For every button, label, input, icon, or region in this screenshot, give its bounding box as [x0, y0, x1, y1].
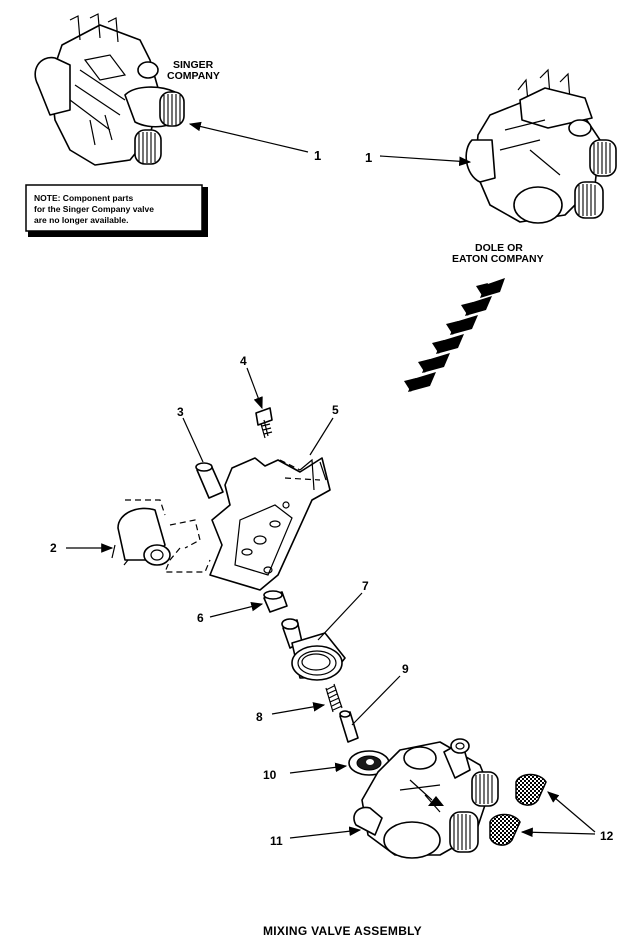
part-7-cap: [281, 618, 346, 681]
callout-1b-leader: [379, 155, 472, 167]
part-11-valve-body: [353, 738, 499, 859]
part-10-diaphragm: [348, 750, 390, 776]
callout-6: 6: [197, 611, 204, 625]
part-12-screens: [489, 773, 547, 846]
part-6-bushing: [263, 590, 288, 613]
valve-inlet-thread-lower: [449, 811, 479, 853]
callout-7-leader: [317, 592, 363, 641]
callout-12-leader-lower: [520, 827, 596, 838]
callout-3-leader: [182, 417, 204, 463]
note-line-2: for the Singer Company valve: [34, 204, 154, 214]
callout-4-leader: [246, 367, 263, 410]
callout-8: 8: [256, 710, 263, 724]
diagram-title: MIXING VALVE ASSEMBLY: [263, 924, 422, 938]
part-2-coupling: [111, 507, 171, 566]
callout-5-leader: [309, 417, 334, 456]
callout-7: 7: [362, 579, 369, 593]
part-4-screw: [255, 407, 273, 439]
dole-eaton-valve-drawing: [465, 68, 617, 224]
callout-12-leader-upper: [547, 791, 596, 833]
callout-1a-leader: [188, 121, 309, 153]
callout-2: 2: [50, 541, 57, 555]
callout-10-leader: [289, 762, 348, 774]
part-9-plunger: [339, 710, 359, 743]
callout-8-leader: [271, 702, 326, 715]
callout-11-leader: [289, 826, 362, 839]
callout-11: 11: [270, 834, 283, 848]
callout-4: 4: [240, 354, 247, 368]
singer-valve-drawing: [34, 13, 185, 166]
callout-9: 9: [402, 662, 409, 676]
callout-9-leader: [351, 675, 401, 726]
part-8-spring: [325, 683, 343, 713]
direction-arrows: [404, 278, 505, 392]
dole-inlet-thread-2: [574, 181, 604, 219]
dole-label-line-1: DOLE OR: [475, 242, 523, 254]
callout-1b: 1: [365, 150, 372, 165]
callout-10: 10: [263, 768, 277, 782]
note-line-3: are no longer available.: [34, 215, 128, 225]
callout-6-leader: [209, 601, 264, 618]
dole-label-line-2: EATON COMPANY: [452, 253, 544, 265]
callout-5: 5: [332, 403, 339, 417]
callout-1a: 1: [314, 148, 321, 163]
note-box: NOTE: Component parts for the Singer Com…: [25, 184, 208, 237]
callout-3: 3: [177, 405, 184, 419]
part-5-bracket: [209, 457, 331, 591]
part-3-sleeve: [195, 462, 224, 499]
callout-12: 12: [600, 829, 614, 843]
note-line-1: NOTE: Component parts: [34, 193, 133, 203]
singer-label-line-1: SINGER: [173, 59, 214, 71]
singer-label-line-2: COMPANY: [167, 70, 220, 82]
